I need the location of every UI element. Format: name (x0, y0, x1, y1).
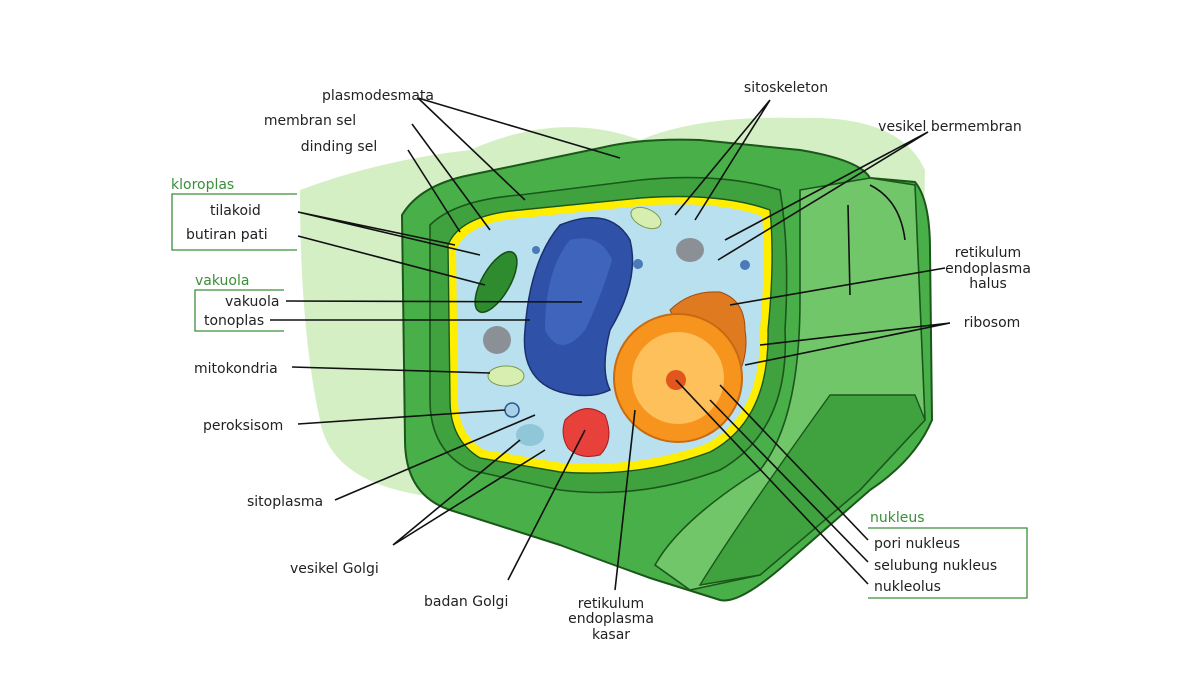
peroxisome (504, 402, 520, 418)
starch-body (483, 326, 511, 354)
cell-wall-edge (847, 184, 906, 296)
golgi-vesicle-area (516, 424, 544, 446)
label-vesikel-golgi: vesikel Golgi (290, 561, 379, 577)
label-ser-3: halus (969, 276, 1007, 292)
golgi-body (562, 408, 610, 457)
label-ser-2: endoplasma (945, 261, 1031, 277)
label-vesikel-bermembran: vesikel bermembran (878, 119, 1022, 135)
label-sitoplasma: sitoplasma (247, 494, 323, 510)
leader-lines (270, 97, 951, 591)
label-membran-sel: membran sel (264, 113, 356, 129)
nukleus-bracket (868, 527, 1028, 599)
kloroplas-bracket (171, 193, 297, 251)
label-rer-1: retikulum (578, 596, 644, 612)
label-tonoplas: tonoplas (204, 313, 264, 329)
vesicle (740, 260, 750, 270)
vesicle (633, 259, 643, 269)
vacuole-highlight (545, 238, 612, 345)
chloroplast (474, 250, 518, 314)
cell-wall-side-band (698, 394, 926, 586)
vakuola-bracket (194, 289, 284, 332)
vesicle (532, 246, 540, 254)
label-nukleolus: nukleolus (874, 579, 941, 595)
starch-body (676, 238, 704, 262)
label-dinding-sel: dinding sel (301, 139, 377, 155)
label-plasmodesmata: plasmodesmata (322, 88, 434, 104)
label-mitokondria: mitokondria (194, 361, 278, 377)
label-ser-1: retikulum (955, 245, 1021, 261)
group-nukleus: nukleus (870, 510, 925, 526)
label-pori-nukleus: pori nukleus (874, 536, 960, 552)
group-kloroplas: kloroplas (171, 177, 234, 193)
label-vakuola: vakuola (225, 294, 279, 310)
mitochondrion (487, 365, 525, 387)
label-rer-2: endoplasma (568, 611, 654, 627)
mitochondrion (630, 206, 662, 230)
label-sitoskeleton: sitoskeleton (744, 80, 828, 96)
group-vakuola: vakuola (195, 273, 249, 289)
label-badan-golgi: badan Golgi (424, 594, 508, 610)
label-butiran-pati: butiran pati (186, 227, 268, 243)
label-peroksisom: peroksisom (203, 418, 283, 434)
label-ribosom: ribosom (964, 315, 1021, 331)
label-rer-3: kasar (592, 627, 630, 643)
label-selubung-nukleus: selubung nukleus (874, 558, 997, 574)
label-tilakoid: tilakoid (210, 203, 261, 219)
